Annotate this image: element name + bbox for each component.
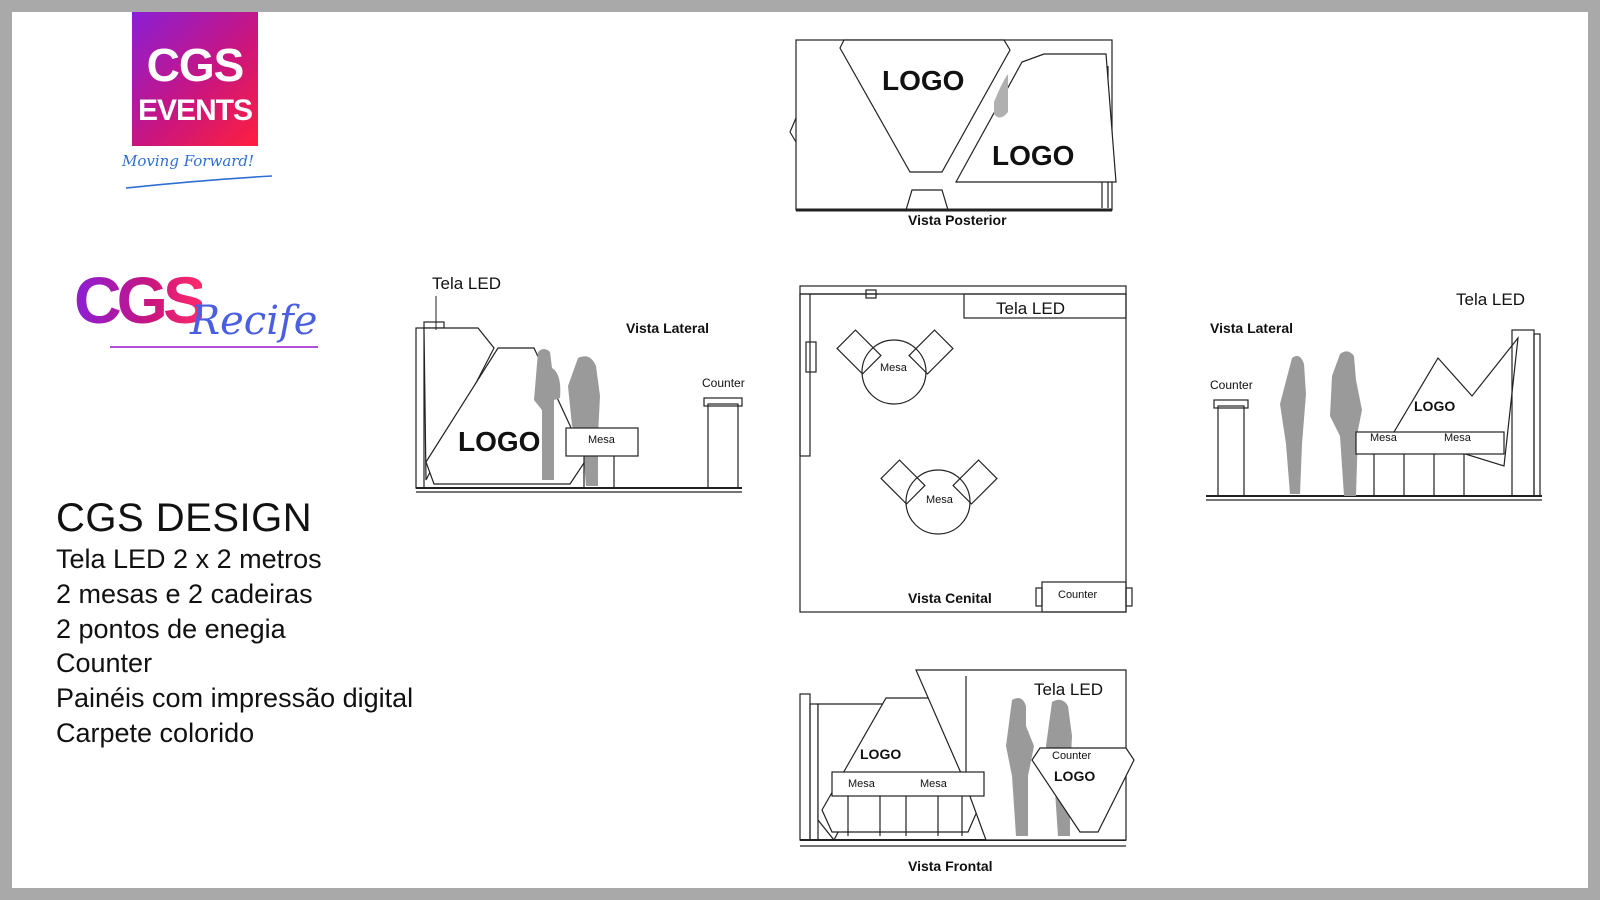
frontal-mesa-2-label: Mesa: [920, 778, 947, 790]
vista-lateral-right-drawing: [1206, 329, 1542, 501]
spec-item: Counter: [56, 648, 153, 679]
vista-frontal-drawing: [799, 669, 1135, 847]
lateral-right-logo: LOGO: [1414, 398, 1456, 414]
lateral-left-led-label: Tela LED: [432, 274, 501, 293]
lateral-right-mesa-1-label: Mesa: [1370, 432, 1397, 444]
vista-cenital-drawing: [799, 285, 1133, 613]
vista-cenital-title: Vista Cenital: [908, 590, 992, 606]
tagline-underline: [125, 175, 273, 189]
spec-item: Tela LED 2 x 2 metros: [56, 544, 322, 574]
spec-list: Tela LED 2 x 2 metros 2 mesas e 2 cadeir…: [56, 542, 413, 751]
spec-item: Carpete colorido: [56, 717, 255, 748]
cgs-events-logo: CGS EVENTS: [132, 12, 258, 146]
logo-cgs-text: CGS: [146, 39, 245, 91]
cenital-counter-label: Counter: [1058, 589, 1098, 601]
lateral-left-mesa-label: Mesa: [588, 434, 615, 446]
vista-posterior-title: Vista Posterior: [908, 212, 1007, 228]
frontal-logo-1: LOGO: [860, 746, 902, 762]
slide-canvas: CGS EVENTS Moving Forward! CGS Recife CG…: [12, 12, 1588, 888]
tagline: Moving Forward!: [122, 152, 255, 170]
frontal-mesa-1-label: Mesa: [848, 778, 875, 790]
lateral-right-mesa-2-label: Mesa: [1444, 432, 1471, 444]
lateral-right-counter-label: Counter: [1210, 378, 1253, 392]
frontal-led-label: Tela LED: [1034, 680, 1103, 699]
lateral-right-led-label: Tela LED: [1456, 290, 1525, 309]
posterior-logo-1: LOGO: [882, 65, 965, 96]
vista-frontal-title: Vista Frontal: [908, 858, 993, 874]
vista-posterior-drawing: [789, 39, 1117, 212]
cgs-recife-logo: CGS: [74, 263, 207, 337]
spec-item: 2 pontos de enegia: [56, 613, 286, 644]
vista-lateral-left-drawing: [415, 321, 743, 493]
frontal-logo-2: LOGO: [1054, 768, 1096, 784]
cenital-mesa-2-label: Mesa: [926, 494, 953, 506]
vista-lateral-left-title: Vista Lateral: [626, 320, 710, 336]
recife-script-text: Recife: [190, 298, 318, 344]
posterior-logo-2: LOGO: [992, 140, 1075, 171]
cenital-led-label: Tela LED: [996, 299, 1065, 318]
spec-item: 2 mesas e 2 cadeiras: [56, 578, 313, 609]
spec-title: CGS DESIGN: [56, 496, 313, 540]
vista-lateral-right-title: Vista Lateral: [1210, 320, 1294, 336]
lateral-left-counter-label: Counter: [702, 376, 745, 390]
recife-underline: [110, 346, 318, 348]
cenital-mesa-1-label: Mesa: [880, 362, 907, 374]
lateral-left-led-pointer: [435, 296, 437, 330]
spec-item: Painéis com impressão digital: [56, 683, 414, 714]
lateral-left-logo: LOGO: [458, 426, 541, 457]
frontal-counter-label: Counter: [1052, 750, 1092, 762]
logo-events-text: EVENTS: [137, 94, 253, 127]
